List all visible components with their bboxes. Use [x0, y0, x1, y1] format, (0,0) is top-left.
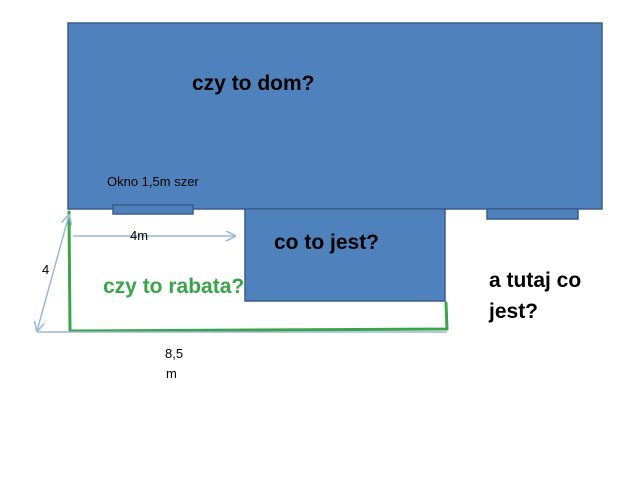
dimension-label-side-4: 4	[42, 262, 50, 277]
house-question-label: czy to dom?	[192, 72, 315, 95]
annex-block	[244, 208, 446, 302]
annex-question-label: co to jest?	[274, 231, 380, 254]
window-width-label: Okno 1,5m szer	[107, 174, 199, 189]
dimension-arrow-side-4	[37, 215, 69, 331]
dimension-label-4m: 4m	[130, 228, 149, 243]
right-area-question-label: a tutaj co jest?	[489, 265, 619, 327]
right-area-question-line1: a tutaj co	[489, 269, 582, 292]
dimension-label-8-5-unit: m	[166, 366, 177, 381]
window-strip-right	[486, 208, 579, 220]
window-strip-left	[112, 204, 194, 215]
house-block	[67, 22, 603, 210]
dimension-label-8-5-value: 8,5	[165, 346, 184, 361]
flowerbed-question-label: czy to rabata?	[103, 275, 245, 298]
right-area-question-line2: jest?	[489, 300, 539, 323]
